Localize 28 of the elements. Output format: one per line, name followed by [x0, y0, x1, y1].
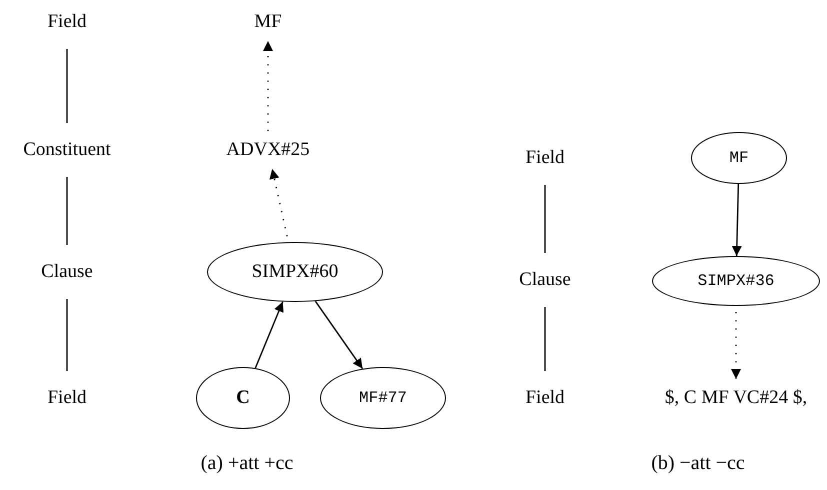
arrow: [269, 168, 288, 236]
level-label: ADVX#25: [218, 137, 318, 163]
subfigure-caption: (a) +att +cc: [200, 452, 294, 475]
level-label: $, C MF VC#24 $,: [656, 385, 816, 411]
arrow: [254, 301, 284, 368]
connector-line: [66, 49, 68, 123]
connector-line: [66, 177, 68, 245]
connector-line: [544, 307, 546, 371]
level-label: Field: [515, 385, 575, 411]
arrow: [731, 312, 741, 379]
ellipse-node: SIMPX#36: [652, 256, 820, 306]
connector-line: [544, 185, 546, 253]
arrow: [263, 41, 273, 131]
connector-line: [66, 299, 68, 371]
ellipse-node: C: [196, 367, 290, 429]
subfigure-caption: (b) −att −cc: [651, 452, 745, 475]
level-label: Clause: [510, 267, 580, 293]
arrow: [732, 184, 742, 256]
level-label: MF: [243, 9, 293, 35]
ellipse-node: MF: [691, 132, 787, 184]
ellipse-node: SIMPX#60: [207, 242, 383, 302]
level-label: Constituent: [7, 137, 127, 163]
arrow: [314, 300, 364, 370]
level-label: Field: [515, 145, 575, 171]
level-label: Field: [37, 385, 97, 411]
ellipse-node: MF#77: [320, 367, 446, 429]
level-label: Clause: [32, 259, 102, 285]
level-label: Field: [37, 9, 97, 35]
